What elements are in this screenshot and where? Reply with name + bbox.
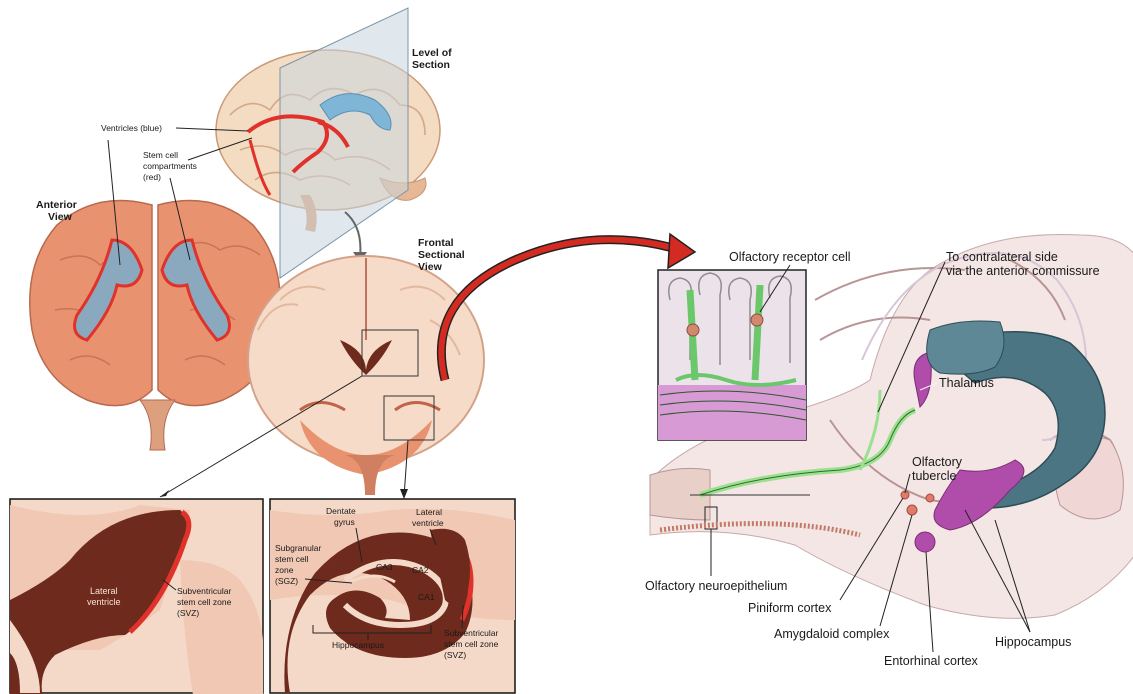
frontal-text-3: View xyxy=(418,261,443,273)
contralateral-label-1: To contralateral side xyxy=(946,250,1058,264)
svz-text-2: stem cell zone xyxy=(177,597,232,607)
ventricles-text: Ventricles (blue) xyxy=(101,123,162,133)
stem-cell-text-1: Stem cell xyxy=(143,150,178,160)
contralateral-label-2: via the anterior commissure xyxy=(946,264,1100,278)
frontal-text-1: Frontal xyxy=(418,237,454,249)
level-of-section-text-1: Level of xyxy=(412,47,452,59)
hp-svz-text-3: (SVZ) xyxy=(444,650,466,660)
entorhinal-label: Entorhinal cortex xyxy=(884,654,979,668)
tubercle-label-2: tubercle xyxy=(912,469,957,483)
sgz-text-4: (SGZ) xyxy=(275,576,298,586)
anterior-text-1: Anterior xyxy=(36,199,77,211)
svz-text-1: Subventricular xyxy=(177,586,232,596)
hp-lv-text-2: ventricle xyxy=(412,518,444,528)
sgz-text-3: zone xyxy=(275,565,294,575)
hp-svz-text-1: Subventricular xyxy=(444,628,499,638)
svz-lv-text-1: Lateral xyxy=(90,586,118,596)
tubercle-label-1: Olfactory xyxy=(912,455,963,469)
stem-cell-text-2: compartments xyxy=(143,161,197,171)
neuroepithelium-label: Olfactory neuroepithelium xyxy=(645,579,787,593)
hp-svz-text-2: stem cell zone xyxy=(444,639,499,649)
level-of-section-label: Level of Section xyxy=(412,47,452,71)
dg-text-1: Dentate xyxy=(326,506,356,516)
receptor-cell-label: Olfactory receptor cell xyxy=(729,250,851,264)
sgz-text-1: Subgranular xyxy=(275,543,321,553)
stem-cell-text-3: (red) xyxy=(143,172,161,182)
hippocampus-label: Hippocampus xyxy=(995,635,1071,649)
thalamus-label: Thalamus xyxy=(939,376,994,390)
hp-lv-text-1: Lateral xyxy=(416,507,442,517)
ca2-text: CA2 xyxy=(412,565,429,575)
frontal-view-label: Frontal Sectional View xyxy=(418,237,465,273)
level-of-section-text-2: Section xyxy=(412,59,450,71)
anterior-text-2: View xyxy=(48,211,73,223)
amygdaloid-label: Amygdaloid complex xyxy=(774,627,890,641)
hippocampus-panel: Dentate gyrus Lateral ventricle Subgranu… xyxy=(270,499,515,693)
frontal-section-illustration xyxy=(248,256,484,495)
olfactory-receptor-inset xyxy=(658,270,806,440)
svz-text-3: (SVZ) xyxy=(177,608,199,618)
frontal-text-2: Sectional xyxy=(418,249,465,261)
svz-panel: Lateral ventricle Subventricular stem ce… xyxy=(10,499,263,694)
svz-lv-text-2: ventricle xyxy=(87,597,121,607)
ca3-text: CA3 xyxy=(376,562,393,572)
ca1-text: CA1 xyxy=(418,592,435,602)
anterior-brain-illustration xyxy=(30,201,280,451)
hp-hippocampus-text: Hippocampus xyxy=(332,640,384,650)
sgz-text-2: stem cell xyxy=(275,554,309,564)
dg-text-2: gyrus xyxy=(334,517,355,527)
piniform-label: Piniform cortex xyxy=(748,601,832,615)
